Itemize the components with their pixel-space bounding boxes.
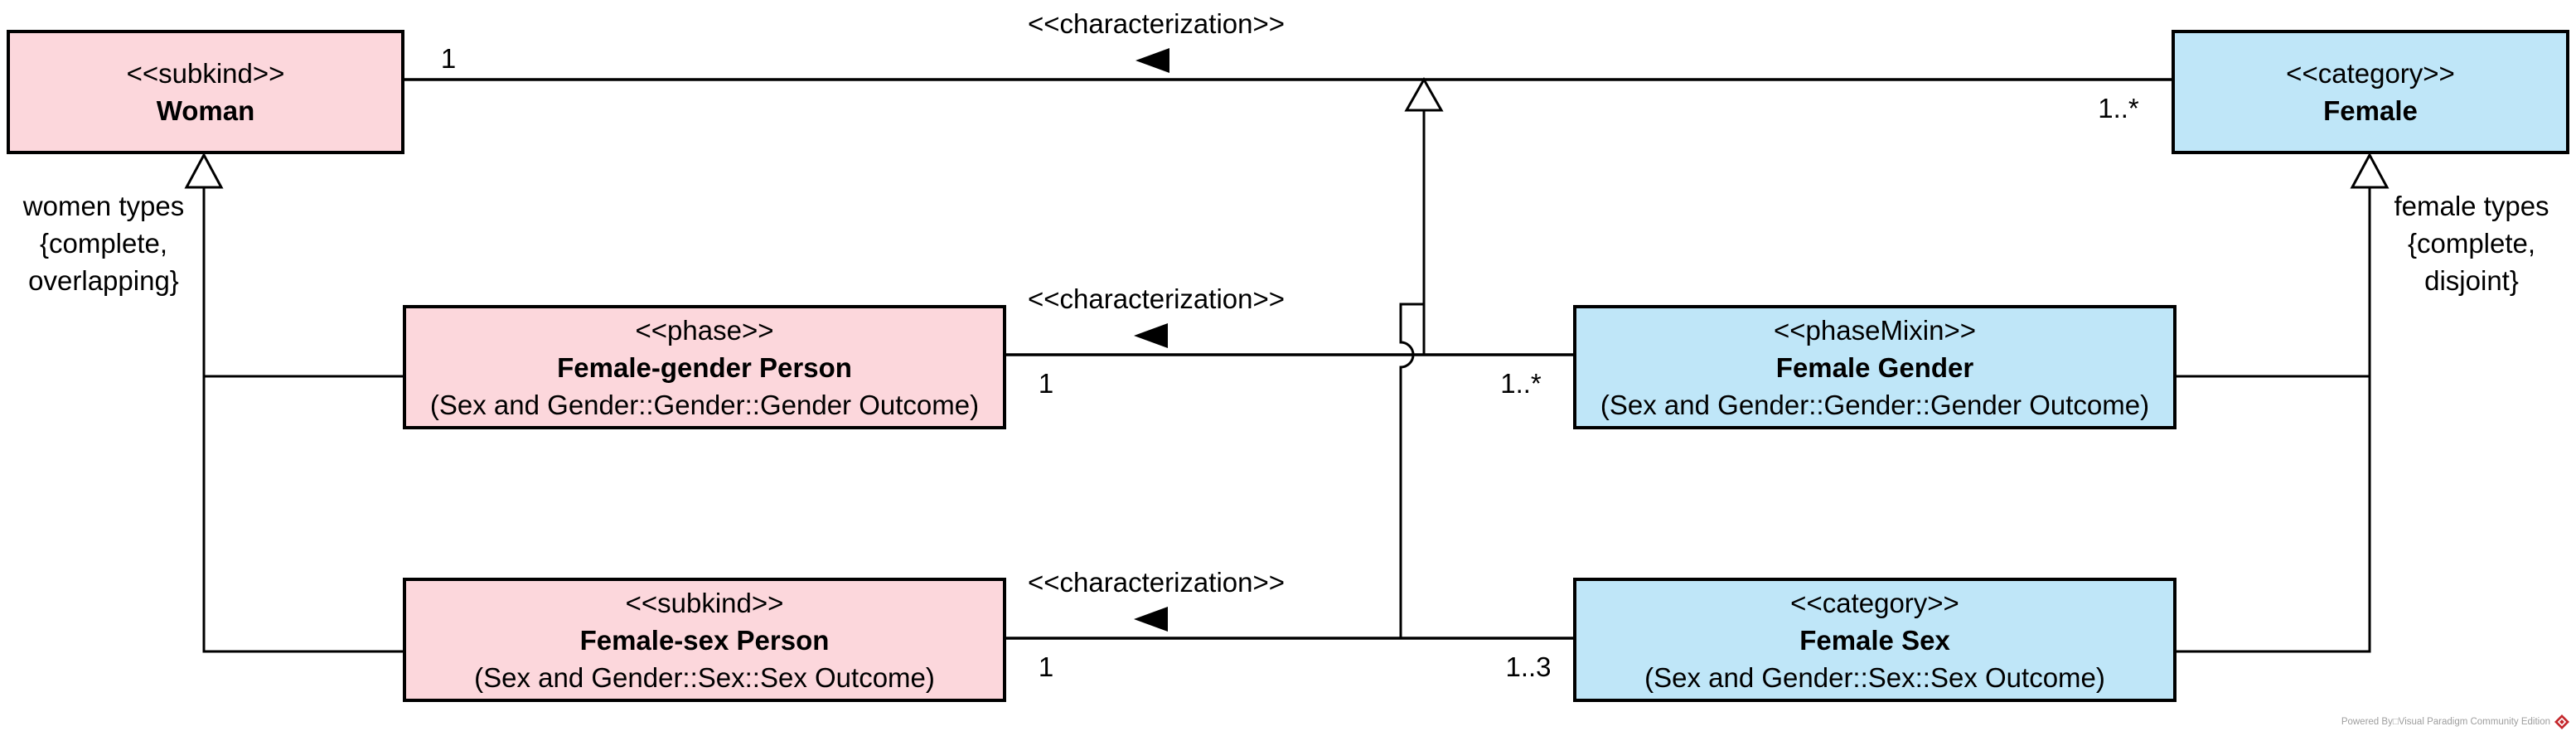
class-female-gender[interactable]: <<phaseMixin>> Female Gender (Sex and Ge… <box>1573 305 2177 429</box>
class-package: (Sex and Gender::Sex::Sex Outcome) <box>1644 661 2105 693</box>
class-name: Female Gender <box>1775 351 1974 383</box>
class-name: Female <box>2323 95 2418 126</box>
association-female-sex-person-female-sex[interactable] <box>1006 607 1573 640</box>
class-female-sex-person[interactable]: <<subkind>> Female-sex Person (Sex and G… <box>403 578 1006 702</box>
class-stereotype: <<category>> <box>2286 58 2455 89</box>
association-woman-female[interactable] <box>404 48 2172 81</box>
association-direction-arrow-icon <box>1134 607 1168 632</box>
multiplicity-label: 1 <box>1038 368 1054 399</box>
association-generalization-lines[interactable] <box>1399 76 1444 638</box>
association-generalization-bottom-with-hop <box>1399 303 1424 638</box>
association-female-gender-person-female-gender[interactable] <box>1006 323 1573 356</box>
generalization-set-female-types-lines[interactable] <box>2177 152 2390 653</box>
association-stereotype-label: <<characterization>> <box>1028 567 1286 598</box>
generalization-set-label-female-types: female types {complete, disjoint} <box>2380 187 2563 299</box>
genset-name: female types <box>2394 191 2549 221</box>
association-direction-arrow-icon <box>1135 48 1169 73</box>
multiplicity-label: 1..* <box>2098 93 2139 123</box>
association-direction-arrow-icon <box>1134 323 1168 348</box>
generalization-set-label-women-types: women types {complete, overlapping} <box>12 187 195 299</box>
watermark-text: Powered By□Visual Paradigm Community Edi… <box>2341 717 2550 727</box>
genset-constraint: disjoint} <box>2424 265 2519 296</box>
class-stereotype: <<subkind>> <box>126 58 285 89</box>
class-name: Female Sex <box>1799 624 1950 656</box>
genset-name: women types <box>22 191 185 221</box>
class-female-gender-person[interactable]: <<phase>> Female-gender Person (Sex and … <box>403 305 1006 429</box>
generalization-set-women-types-lines[interactable] <box>184 152 403 653</box>
generalization-arrowhead-icon <box>2350 152 2390 189</box>
genset-constraint: {complete, <box>2407 228 2536 259</box>
generalization-trunk <box>2177 187 2371 653</box>
genset-constraint: {complete, <box>39 228 168 259</box>
generalization-trunk <box>202 187 403 653</box>
class-woman[interactable]: <<subkind>> Woman <box>7 30 404 154</box>
class-female-sex[interactable]: <<category>> Female Sex (Sex and Gender:… <box>1573 578 2177 702</box>
class-stereotype: <<category>> <box>1790 587 1959 618</box>
watermark: Powered By□Visual Paradigm Community Edi… <box>2341 714 2569 729</box>
class-package: (Sex and Gender::Sex::Sex Outcome) <box>474 661 935 693</box>
multiplicity-label: 1..3 <box>1505 651 1552 682</box>
class-stereotype: <<phaseMixin>> <box>1773 314 1976 346</box>
multiplicity-label: 1 <box>1038 651 1054 682</box>
generalization-arrowhead-icon <box>184 152 224 189</box>
class-name: Female-gender Person <box>557 351 852 383</box>
association-stereotype-label: <<characterization>> <box>1028 8 1286 39</box>
class-name: Woman <box>156 95 255 126</box>
class-female[interactable]: <<category>> Female <box>2172 30 2569 154</box>
generalization-arrowhead-icon <box>1404 76 1444 112</box>
multiplicity-label: 1..* <box>1500 368 1542 399</box>
class-name: Female-sex Person <box>579 624 830 656</box>
class-package: (Sex and Gender::Gender::Gender Outcome) <box>429 389 980 420</box>
association-stereotype-label: <<characterization>> <box>1028 283 1286 314</box>
class-package: (Sex and Gender::Gender::Gender Outcome) <box>1600 389 2150 420</box>
class-stereotype: <<subkind>> <box>625 587 784 618</box>
class-stereotype: <<phase>> <box>635 314 774 346</box>
multiplicity-label: 1 <box>440 43 457 74</box>
visual-paradigm-logo-icon <box>2554 714 2569 729</box>
genset-constraint: overlapping} <box>28 265 179 296</box>
